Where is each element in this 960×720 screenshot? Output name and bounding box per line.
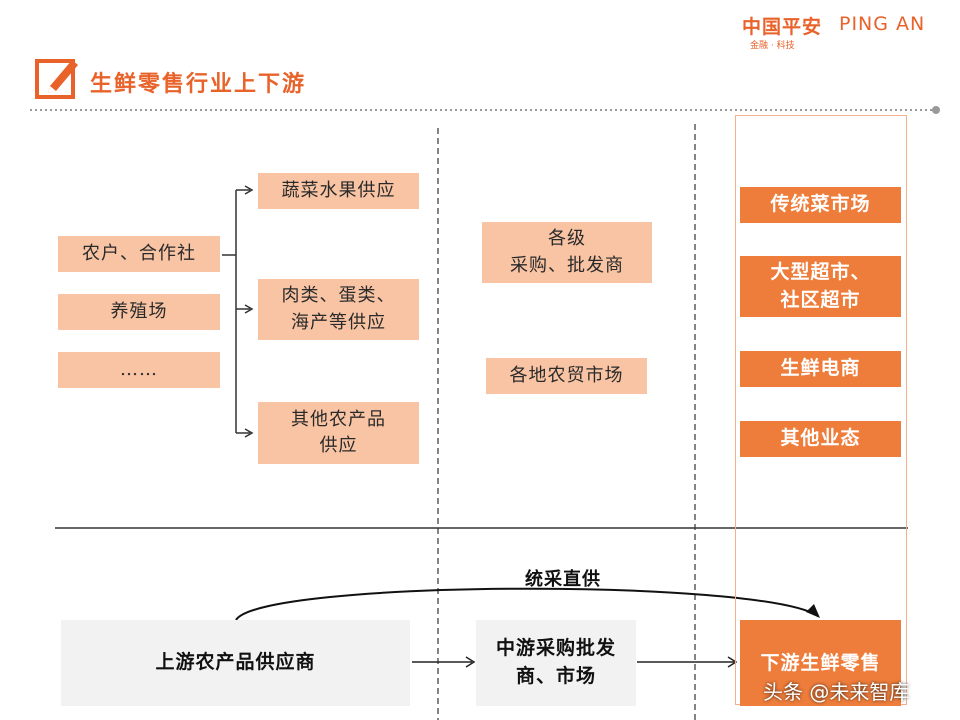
upstream-source-farmers: 农户、合作社 bbox=[58, 236, 220, 272]
watermark: 头条 @未来智库 bbox=[763, 680, 910, 704]
downstream-supermarkets: 大型超市、 社区超市 bbox=[740, 256, 901, 317]
midstream-wholesalers: 各级 采购、批发商 bbox=[482, 222, 652, 283]
flow-upstream-suppliers: 上游农产品供应商 bbox=[61, 620, 410, 706]
pencil-icon bbox=[34, 56, 80, 102]
logo-tagline: 金融 · 科技 bbox=[750, 41, 795, 51]
midstream-farmers-markets: 各地农贸市场 bbox=[486, 358, 647, 394]
downstream-traditional-market: 传统菜市场 bbox=[740, 187, 901, 223]
direct-supply-label: 统采直供 bbox=[525, 569, 601, 590]
upstream-source-breeding-farm: 养殖场 bbox=[58, 294, 220, 330]
flow-downstream-retail: 下游生鲜零售 bbox=[740, 620, 901, 706]
supply-vegetables-fruit: 蔬菜水果供应 bbox=[258, 173, 419, 209]
supply-meat-eggs-seafood: 肉类、蛋类、 海产等供应 bbox=[258, 279, 419, 340]
logo-english: PING AN bbox=[839, 13, 926, 35]
pingan-logo: 中国平安 PING AN 金融 · 科技 bbox=[742, 12, 942, 52]
page-title: 生鲜零售行业上下游 bbox=[90, 72, 307, 97]
flow-midstream-wholesale: 中游采购批发 商、市场 bbox=[476, 620, 636, 706]
upstream-source-more: …… bbox=[58, 352, 220, 388]
supply-other-produce: 其他农产品 供应 bbox=[258, 402, 419, 464]
logo-chinese: 中国平安 bbox=[742, 16, 823, 38]
downstream-fresh-ecommerce: 生鲜电商 bbox=[740, 351, 901, 387]
downstream-other-formats: 其他业态 bbox=[740, 421, 901, 457]
